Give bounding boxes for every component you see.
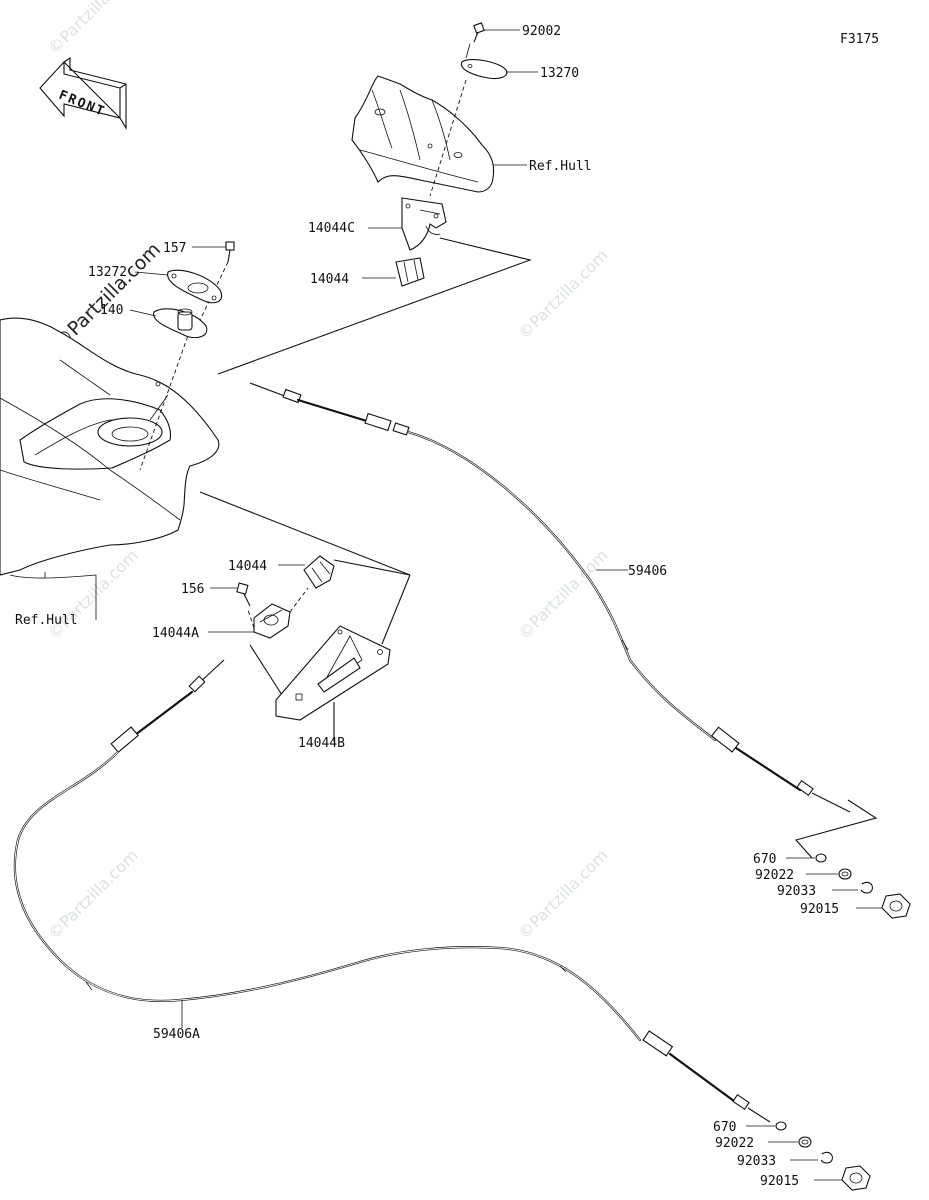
label-ref-hull-top: Ref.Hull [529, 159, 592, 174]
label-670-upper: 670 [753, 852, 776, 867]
bracket-14044b-icon [275, 625, 391, 721]
nut-92015-upper-icon [881, 893, 911, 919]
bolt-92002-icon [473, 22, 520, 43]
label-140x: 140 [100, 303, 123, 318]
clip-14044-mid-icon [303, 555, 335, 589]
cable-59406a [13, 659, 771, 1123]
bolt-156-icon [236, 582, 251, 607]
label-14044-mid: 14044 [228, 559, 267, 574]
watermark: ©Partzilla.com [44, 846, 141, 943]
front-arrow-icon: FRONT [39, 56, 127, 130]
label-59406: 59406 [628, 564, 667, 579]
washer-92022-upper-icon [838, 868, 852, 880]
watermark: ©Partzilla.com [44, 546, 141, 643]
label-92033-upper: 92033 [777, 884, 816, 899]
label-14044-top: 14044 [310, 272, 349, 287]
washer-92022-lower-icon [798, 1136, 812, 1148]
watermark: ©Partzilla.com [514, 546, 611, 643]
label-92022-lower: 92022 [715, 1136, 754, 1151]
watermark: ©Partzilla.com [514, 846, 611, 943]
label-59406a: 59406A [153, 1027, 200, 1042]
bracket-14044c-icon [401, 197, 447, 251]
label-670-lower: 670 [713, 1120, 736, 1135]
label-92015-upper: 92015 [800, 902, 839, 917]
gasket-13272-icon [167, 269, 222, 304]
label-14044a: 14044A [152, 626, 199, 641]
label-92015-lower: 92015 [760, 1174, 799, 1189]
watermark: ©Partzilla.com [44, 0, 141, 58]
label-156: 156 [181, 582, 204, 597]
label-14044b: 14044B [298, 736, 345, 751]
holder-14044a-icon [253, 603, 291, 639]
figure-code: F3175 [840, 32, 879, 47]
nut-92015-lower-icon [841, 1165, 871, 1191]
label-ref-hull-left: Ref.Hull [15, 613, 78, 628]
label-92033-lower: 92033 [737, 1154, 776, 1169]
label-92022-upper: 92022 [755, 868, 794, 883]
cable-59406 [249, 382, 851, 813]
fitting-140x-icon [153, 308, 208, 339]
hull-fragment-top [351, 75, 495, 193]
washer-670-upper-icon [815, 853, 827, 863]
hull-fragment-left [0, 317, 220, 576]
washer-670-lower-icon [775, 1121, 787, 1131]
label-13270: 13270 [540, 66, 579, 81]
label-14044c: 14044C [308, 221, 355, 236]
bolt-157-icon [225, 241, 235, 263]
label-13272: 13272 [88, 265, 127, 280]
clip-92033-upper-icon [860, 881, 873, 894]
label-157: 157 [163, 241, 186, 256]
clip-92033-lower-icon [820, 1151, 833, 1164]
gasket-13270-icon [460, 59, 538, 80]
label-92002: 92002 [522, 24, 561, 39]
clip-14044-top-icon [395, 257, 425, 287]
